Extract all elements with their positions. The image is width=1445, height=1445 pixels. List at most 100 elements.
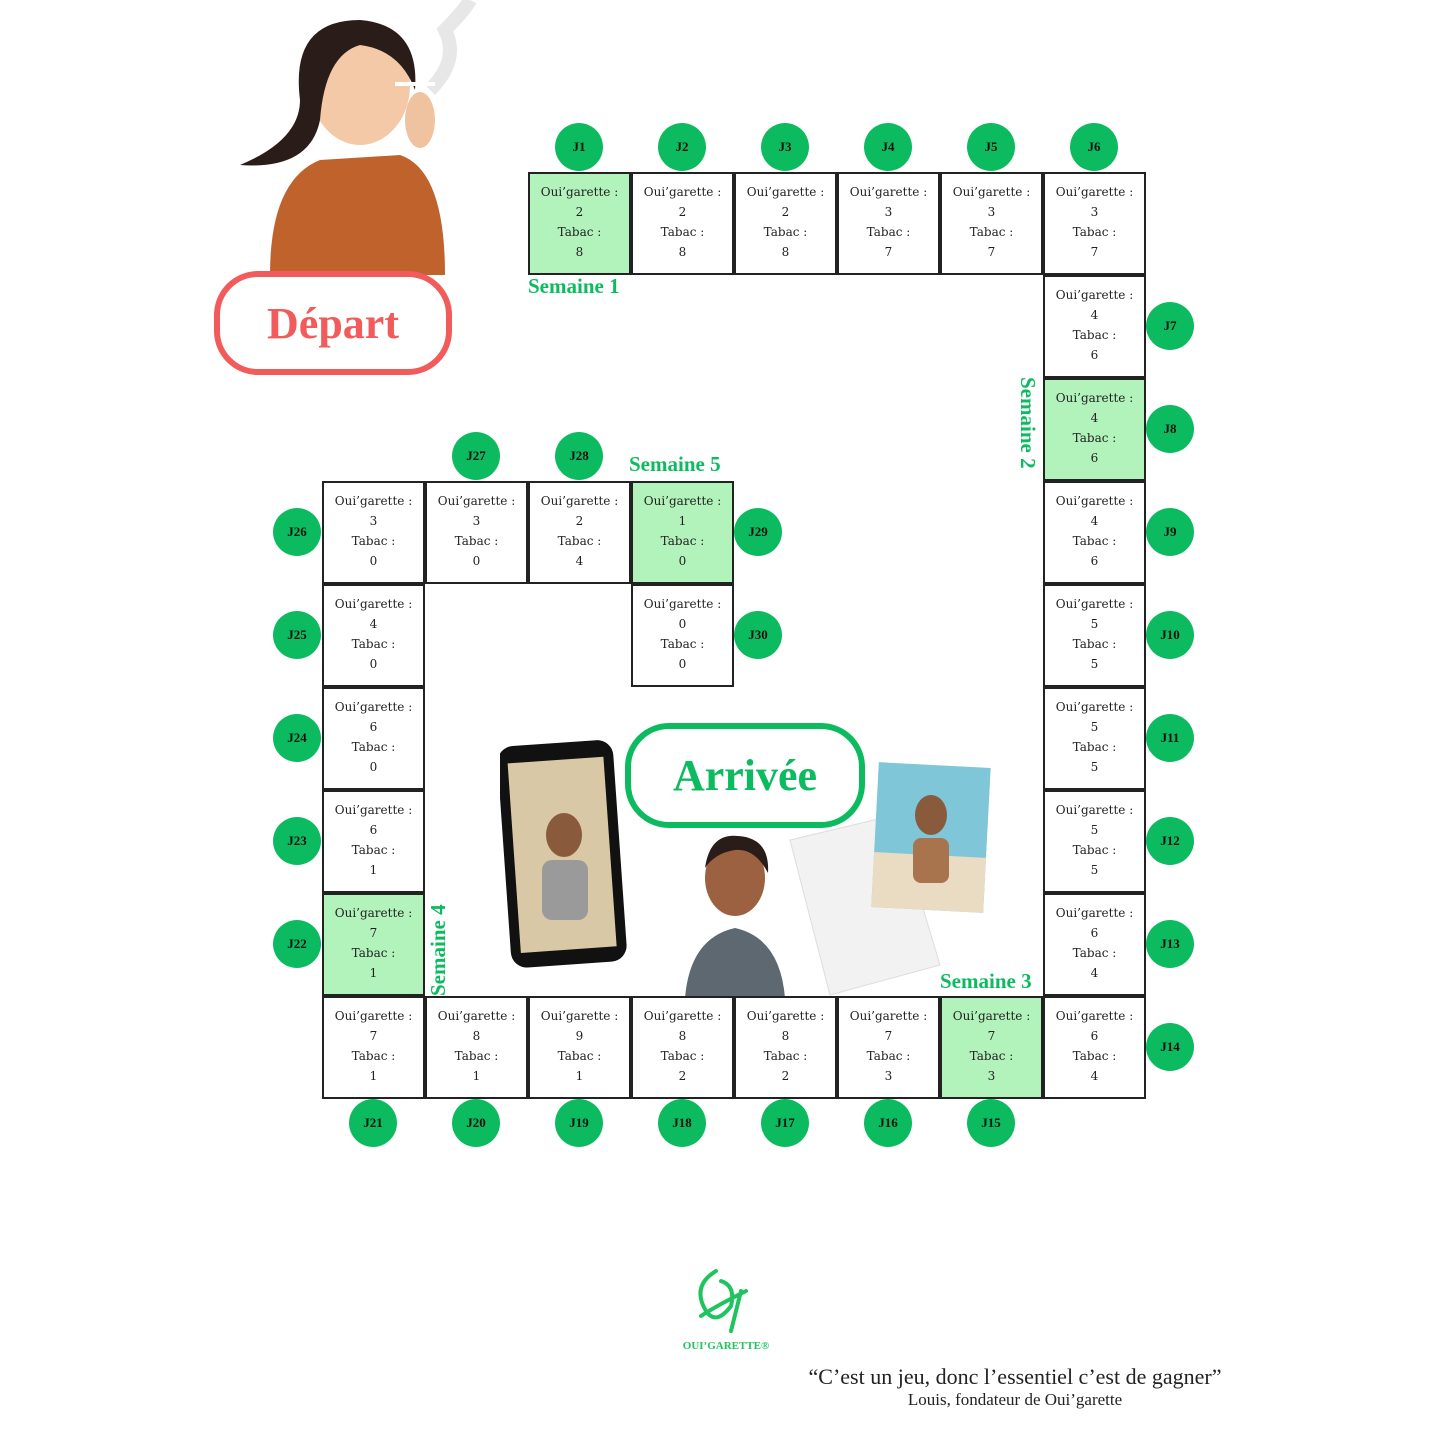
ouigarette-logo: OUI’GARETTE® <box>676 1266 776 1352</box>
day-marker-j24: J24 <box>273 714 321 762</box>
oui-value: 8 <box>781 1029 790 1043</box>
tabac-label: Tabac : <box>557 534 602 548</box>
tabac-label: Tabac : <box>454 1049 499 1063</box>
quote-block: “C’est un jeu, donc l’essentiel c’est de… <box>780 1364 1250 1410</box>
tabac-label: Tabac : <box>1072 431 1117 445</box>
tabac-label: Tabac : <box>351 740 396 754</box>
tabac-value: 8 <box>781 245 790 259</box>
oui-value: 4 <box>1090 411 1099 425</box>
oui-label: Oui’garette : <box>1055 803 1134 817</box>
tabac-label: Tabac : <box>763 1049 808 1063</box>
oui-label: Oui’garette : <box>952 1009 1031 1023</box>
oui-label: Oui’garette : <box>1055 906 1134 920</box>
day-marker-j4: J4 <box>864 123 912 171</box>
oui-label: Oui’garette : <box>334 803 413 817</box>
tabac-label: Tabac : <box>351 534 396 548</box>
start-label: Départ <box>214 271 452 375</box>
day-marker-j25: J25 <box>273 611 321 659</box>
quote-author: Louis, fondateur de Oui’garette <box>907 1390 1123 1409</box>
tabac-value: 8 <box>575 245 584 259</box>
oui-value: 4 <box>369 617 378 631</box>
tabac-label: Tabac : <box>660 637 705 651</box>
oui-value: 1 <box>678 514 687 528</box>
logo-brand-text: OUI’GARETTE® <box>682 1340 770 1352</box>
oui-label: Oui’garette : <box>1055 391 1134 405</box>
tabac-label: Tabac : <box>454 534 499 548</box>
tabac-value: 7 <box>1090 245 1099 259</box>
tabac-label: Tabac : <box>351 1049 396 1063</box>
oui-label: Oui’garette : <box>334 700 413 714</box>
tabac-value: 3 <box>884 1069 893 1083</box>
oui-label: Oui’garette : <box>540 1009 619 1023</box>
tabac-value: 3 <box>987 1069 996 1083</box>
oui-label: Oui’garette : <box>643 185 722 199</box>
tabac-label: Tabac : <box>969 225 1014 239</box>
day-marker-j2: J2 <box>658 123 706 171</box>
tabac-label: Tabac : <box>1072 534 1117 548</box>
day-marker-j29: J29 <box>734 508 782 556</box>
day-marker-j3: J3 <box>761 123 809 171</box>
tabac-value: 5 <box>1090 760 1099 774</box>
tabac-value: 6 <box>1090 348 1099 362</box>
day-marker-j23: J23 <box>273 817 321 865</box>
oui-label: Oui’garette : <box>1055 700 1134 714</box>
oui-label: Oui’garette : <box>746 185 825 199</box>
oui-label: Oui’garette : <box>540 494 619 508</box>
oui-value: 5 <box>1090 720 1099 734</box>
card-illustration <box>789 762 991 996</box>
finish-label: Arrivée <box>625 723 865 828</box>
day-marker-j13: J13 <box>1146 920 1194 968</box>
oui-value: 2 <box>781 205 790 219</box>
oui-label: Oui’garette : <box>1055 288 1134 302</box>
tabac-value: 6 <box>1090 451 1099 465</box>
day-marker-j17: J17 <box>761 1099 809 1147</box>
day-marker-j20: J20 <box>452 1099 500 1147</box>
week-label-5: Semaine 5 <box>629 452 721 476</box>
tabac-label: Tabac : <box>1072 328 1117 342</box>
day-marker-j14: J14 <box>1146 1023 1194 1071</box>
oui-value: 2 <box>678 205 687 219</box>
tabac-value: 0 <box>369 554 378 568</box>
tabac-label: Tabac : <box>866 225 911 239</box>
tabac-label: Tabac : <box>866 1049 911 1063</box>
tabac-label: Tabac : <box>351 946 396 960</box>
oui-label: Oui’garette : <box>1055 1009 1134 1023</box>
day-marker-j15: J15 <box>967 1099 1015 1147</box>
oui-value: 3 <box>472 514 481 528</box>
oui-value: 6 <box>369 720 378 734</box>
tabac-value: 0 <box>472 554 481 568</box>
day-marker-j22: J22 <box>273 920 321 968</box>
oui-value: 3 <box>987 205 996 219</box>
oui-value: 7 <box>987 1029 996 1043</box>
oui-label: Oui’garette : <box>334 1009 413 1023</box>
oui-label: Oui’garette : <box>437 494 516 508</box>
tabac-value: 1 <box>575 1069 584 1083</box>
oui-label: Oui’garette : <box>643 1009 722 1023</box>
tabac-value: 6 <box>1090 554 1099 568</box>
tabac-label: Tabac : <box>557 225 602 239</box>
day-marker-j21: J21 <box>349 1099 397 1147</box>
tabac-label: Tabac : <box>1072 740 1117 754</box>
tabac-value: 5 <box>1090 657 1099 671</box>
tabac-value: 4 <box>1090 1069 1099 1083</box>
oui-value: 4 <box>1090 514 1099 528</box>
week-label-3: Semaine 3 <box>940 969 1032 993</box>
tabac-value: 1 <box>472 1069 481 1083</box>
tabac-value: 8 <box>678 245 687 259</box>
day-marker-j19: J19 <box>555 1099 603 1147</box>
